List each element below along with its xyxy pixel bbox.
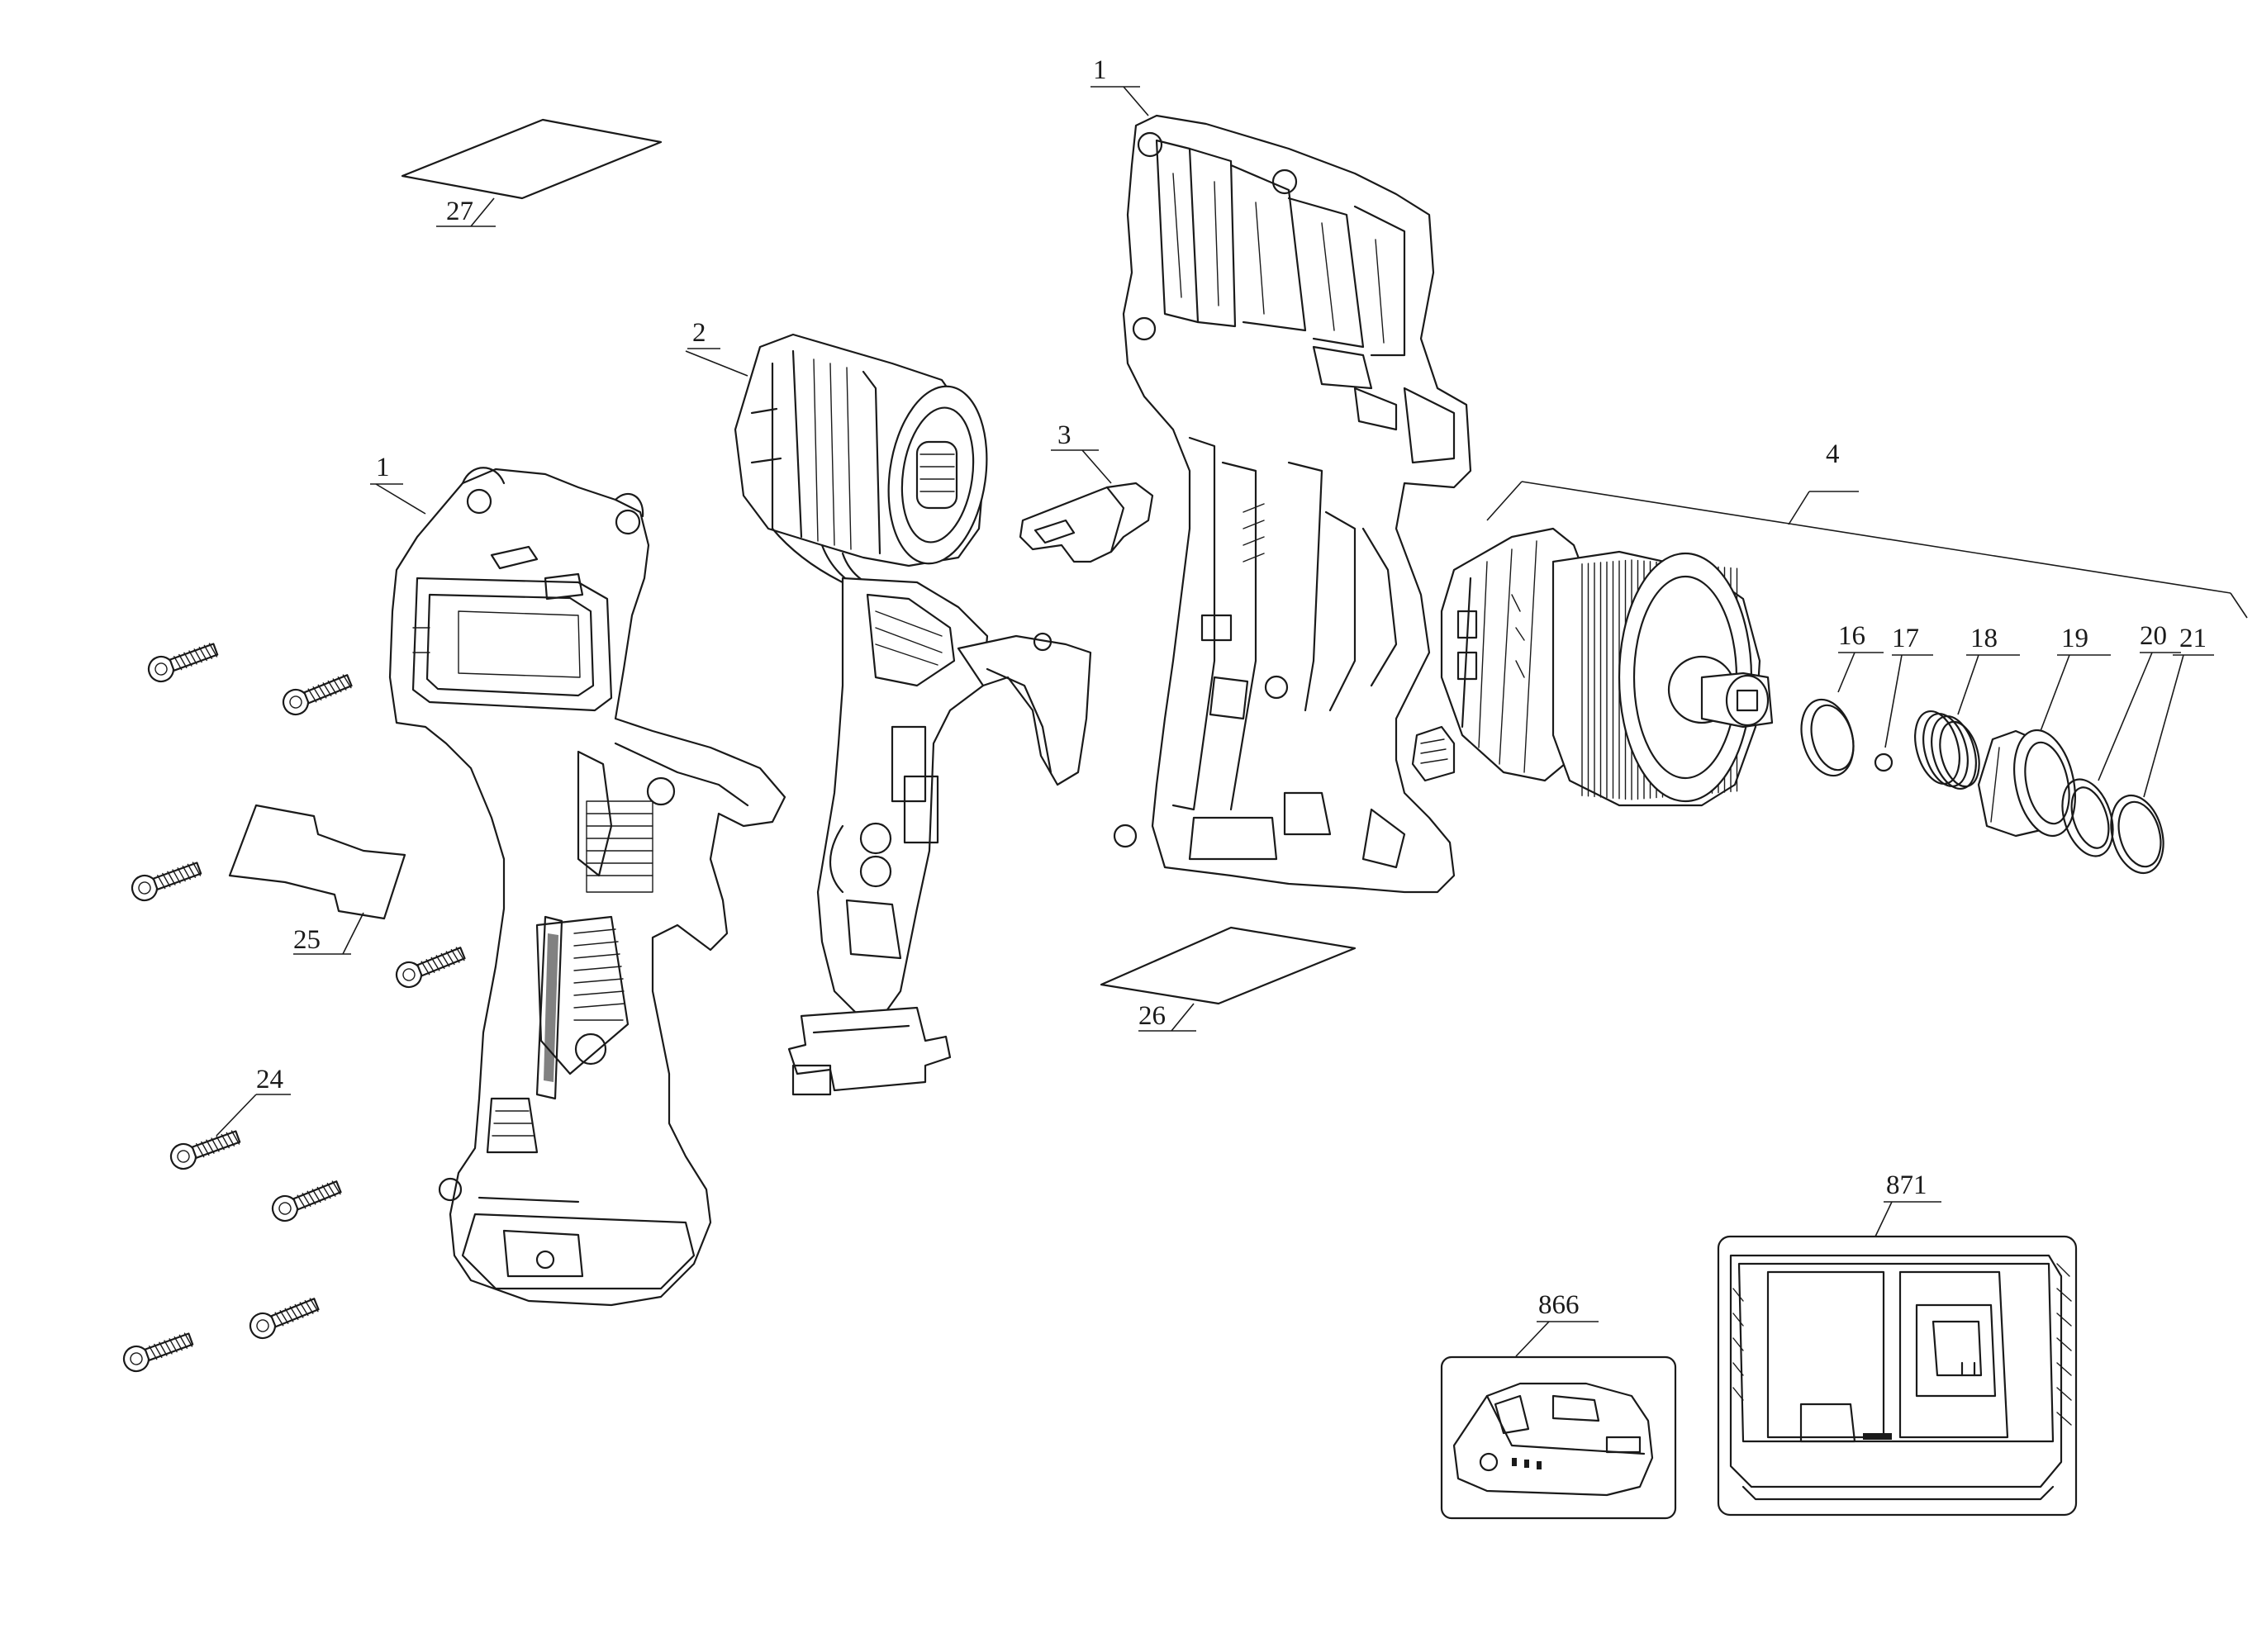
screws-group bbox=[122, 643, 466, 1373]
callout-18: 18 bbox=[1970, 624, 1998, 653]
screw-1 bbox=[147, 643, 219, 683]
part-2-motor-switch bbox=[685, 333, 1092, 1096]
screw-6 bbox=[271, 1180, 342, 1222]
part-4-gearbox bbox=[1411, 481, 2248, 807]
callout-labels: 1 2 27 1 3 4 16 17 18 19 20 21 25 26 24 … bbox=[216, 55, 2207, 1320]
callout-866: 866 bbox=[1538, 1290, 1580, 1320]
screw-4 bbox=[395, 947, 466, 989]
callout-1-right: 1 bbox=[1093, 55, 1107, 85]
callout-24: 24 bbox=[256, 1065, 283, 1094]
callout-1-left: 1 bbox=[376, 453, 390, 482]
callout-27: 27 bbox=[446, 197, 473, 226]
part-18-spring bbox=[1914, 654, 2020, 790]
callout-2: 2 bbox=[692, 318, 706, 348]
screw-2 bbox=[282, 674, 353, 716]
part-1-left-housing bbox=[370, 467, 786, 1307]
part-871-charger bbox=[1717, 1201, 2078, 1517]
grip-grille-upper bbox=[586, 800, 653, 893]
callout-21: 21 bbox=[2179, 624, 2207, 653]
part-3-switch-lever bbox=[1019, 449, 1154, 563]
callout-4: 4 bbox=[1826, 439, 1840, 469]
screw-8 bbox=[249, 1298, 320, 1340]
screw-5 bbox=[169, 1130, 241, 1170]
part-17-ball bbox=[1874, 654, 1933, 772]
part-1-right-housing bbox=[1090, 86, 1472, 894]
callout-3: 3 bbox=[1057, 420, 1071, 450]
callout-20: 20 bbox=[2140, 621, 2167, 651]
part-21-ring bbox=[2110, 654, 2214, 875]
callout-25: 25 bbox=[293, 925, 321, 955]
callout-871: 871 bbox=[1886, 1170, 1927, 1200]
part-16-spring-clip bbox=[1800, 652, 1884, 777]
screw-7 bbox=[122, 1332, 194, 1373]
part-866-battery bbox=[1440, 1321, 1677, 1520]
part-26-label-sheet bbox=[1100, 926, 1357, 1032]
callout-17: 17 bbox=[1892, 624, 1919, 653]
callout-19: 19 bbox=[2061, 624, 2088, 653]
part-27-label-sheet bbox=[401, 118, 663, 227]
grip-grille-lower bbox=[535, 915, 630, 1075]
part-20-washer bbox=[2061, 652, 2181, 857]
part-25-label bbox=[228, 804, 406, 955]
part-19-sleeve bbox=[1977, 654, 2111, 838]
screw-3 bbox=[131, 862, 202, 902]
callout-26: 26 bbox=[1138, 1001, 1166, 1031]
callout-16: 16 bbox=[1838, 621, 1865, 651]
